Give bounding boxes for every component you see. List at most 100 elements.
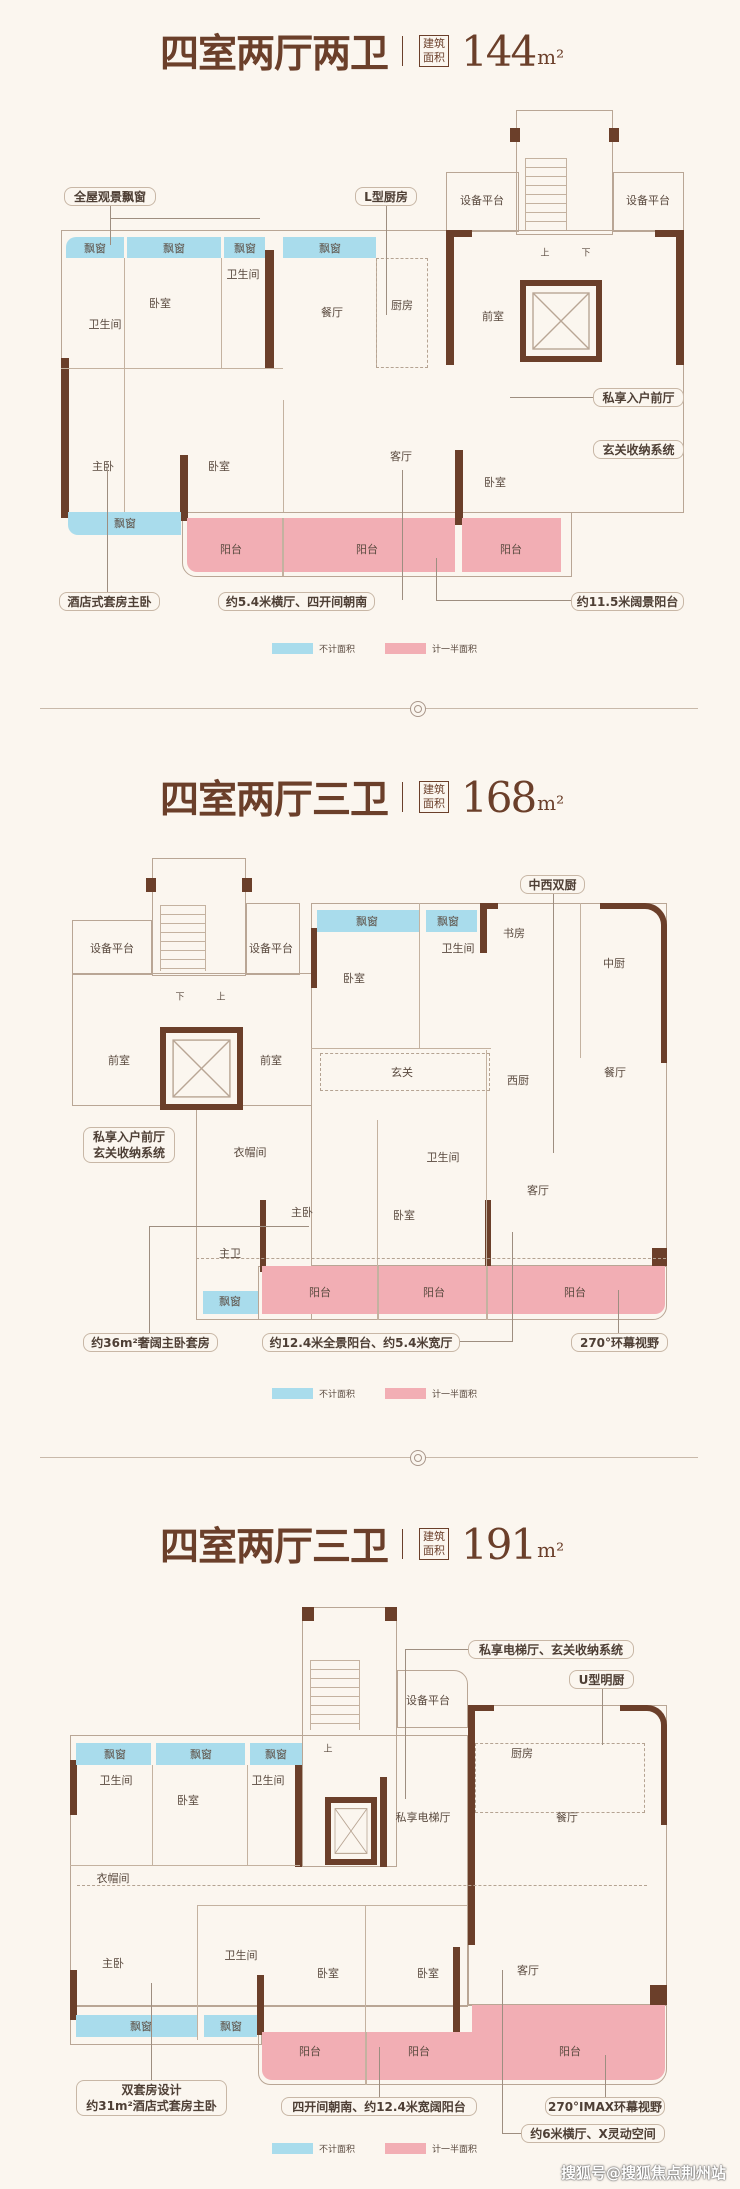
- room-label: 飘窗: [319, 242, 341, 255]
- callout-south-balcony: 四开间朝南、约12.4米宽阔阳台: [281, 2097, 477, 2116]
- title-separator: [402, 36, 403, 66]
- wall: [468, 1705, 494, 1711]
- wall: [180, 455, 188, 521]
- interior-wall: [377, 1120, 378, 1320]
- room-label: 阳台: [299, 2045, 321, 2058]
- callout-leader: [436, 600, 571, 601]
- room-label: 前室: [260, 1054, 282, 1067]
- room-label: 阳台: [423, 1286, 445, 1299]
- partition: [365, 2032, 367, 2085]
- interior-wall: [419, 903, 420, 1048]
- callout-line-1: 双套房设计: [121, 2083, 182, 2097]
- master-suite-outline: [196, 1105, 312, 1320]
- equipment-platform-right: [246, 903, 300, 975]
- room-label: 客厅: [517, 1964, 539, 1977]
- stairs: [310, 1660, 360, 1730]
- flower-ornament-icon: [410, 701, 426, 717]
- stairwell: [302, 1607, 397, 1867]
- room-label: 厨房: [511, 1747, 533, 1760]
- callout-leader: [107, 470, 108, 592]
- room-label: 厨房: [391, 299, 413, 312]
- stairs: [160, 905, 206, 971]
- room-label: 卧室: [393, 1209, 415, 1222]
- callout-leader: [110, 218, 260, 219]
- legend-half-counted: 计一半面积: [432, 2144, 478, 2155]
- partition: [282, 518, 284, 576]
- bay-window: [250, 1743, 302, 1765]
- legend: 不计面积 计一半面积: [272, 1387, 477, 1400]
- room-label: 设备平台: [90, 942, 134, 955]
- partition: [486, 1266, 488, 1320]
- interior-wall: [197, 1905, 467, 1906]
- legend-swatch-not-counted: [272, 642, 313, 654]
- callout-entry-storage: 玄关收纳系统: [593, 440, 684, 459]
- callout-line-2: 约31m²酒店式套房主卧: [86, 2099, 217, 2113]
- room-label: 飘窗: [190, 1748, 212, 1761]
- room-label: 飘窗: [220, 2020, 242, 2033]
- balcony-outline: [258, 2005, 667, 2085]
- callout-panoramic-bay-window: 全屋观景飘窗: [64, 187, 156, 206]
- legend-swatch-not-counted: [272, 2142, 313, 2154]
- area-label-2: 面积: [423, 1544, 445, 1557]
- room-label: 阳台: [220, 543, 242, 556]
- room-label: 飘窗: [234, 242, 256, 255]
- wall: [70, 1970, 77, 2020]
- partition: [377, 1266, 379, 1320]
- wall: [655, 230, 684, 237]
- callout-leader: [602, 1688, 603, 1745]
- title-separator: [402, 782, 403, 812]
- room-label: 餐厅: [556, 1811, 578, 1824]
- room-label: 设备平台: [460, 194, 504, 207]
- callout-flex-space: 约6米横厅、X灵动空间: [521, 2124, 665, 2143]
- legend-swatch-half-counted: [385, 1387, 427, 1399]
- room-label: 卧室: [208, 460, 230, 473]
- balcony: [462, 518, 561, 572]
- callout-leader: [605, 2055, 606, 2097]
- room-label: 餐厅: [321, 306, 343, 319]
- interior-wall: [221, 258, 222, 368]
- area-label-1: 建筑: [423, 783, 445, 796]
- callout-line-1: 私享入户前厅: [92, 1130, 165, 1144]
- area-label-box: 建筑面积: [419, 781, 449, 813]
- stairs: [525, 158, 567, 230]
- room-label: 卧室: [484, 476, 506, 489]
- callout-leader: [402, 470, 403, 600]
- stair-down-label: 下: [581, 248, 591, 259]
- interior-wall: [283, 400, 284, 512]
- callout-living-room: 约5.4米横厅、四开间朝南: [218, 592, 375, 611]
- wall: [385, 1607, 397, 1621]
- plan-title: 四室两厅两卫: [160, 31, 389, 77]
- elevator: [325, 1797, 377, 1865]
- wall: [146, 878, 156, 892]
- callout-leader: [502, 1970, 503, 2133]
- balcony: [187, 518, 455, 572]
- corridor-line: [77, 1885, 647, 1886]
- watermark: 搜狐号@搜狐焦点荆州站: [561, 2164, 727, 2182]
- wall: [380, 1777, 387, 1867]
- room-label: 设备平台: [406, 1694, 450, 1707]
- callout-leader: [512, 1232, 513, 1342]
- room-label: 卧室: [177, 1794, 199, 1807]
- room-label: 阳台: [500, 543, 522, 556]
- interior-wall: [70, 1865, 300, 1866]
- equipment-platform-left: [446, 172, 519, 232]
- room-label: 设备平台: [626, 194, 670, 207]
- bay-window: [66, 237, 124, 258]
- room-label: 卫生间: [441, 942, 475, 955]
- wall: [455, 450, 463, 525]
- equipment-platform: [397, 1670, 468, 1728]
- wall: [609, 128, 619, 142]
- elevator: [160, 1027, 243, 1110]
- balcony-line: [196, 1258, 666, 1259]
- balcony: [472, 2005, 665, 2080]
- area-unit: m²: [537, 45, 565, 69]
- room-label: 玄关: [391, 1066, 413, 1079]
- callout-leader: [436, 558, 437, 601]
- legend-not-counted: 不计面积: [319, 644, 356, 655]
- legend-swatch-not-counted: [272, 1387, 313, 1399]
- room-label: 卧室: [417, 1967, 439, 1980]
- room-label: 飘窗: [163, 242, 185, 255]
- wall: [650, 1985, 667, 2005]
- room-label: 中厨: [603, 957, 625, 970]
- unit-outline: [61, 230, 684, 513]
